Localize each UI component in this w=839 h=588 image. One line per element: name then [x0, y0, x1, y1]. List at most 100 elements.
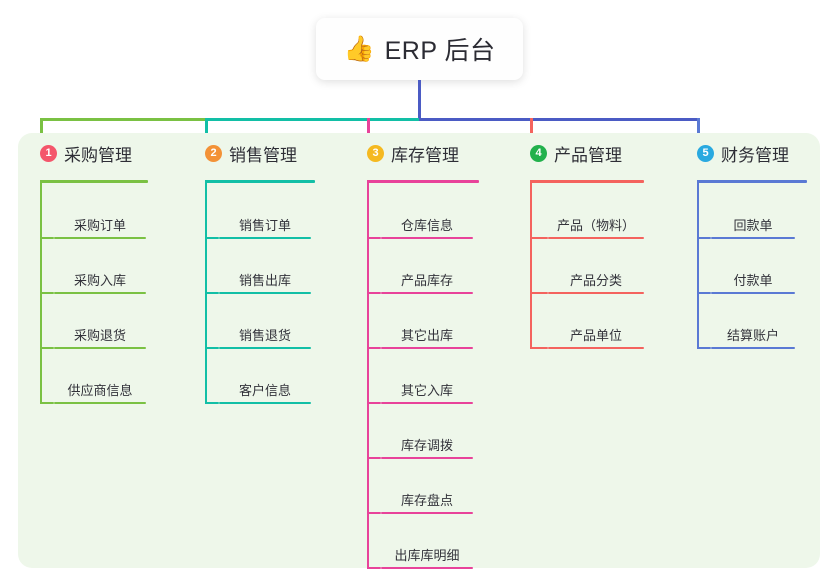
root-node[interactable]: 👍 ERP 后台 — [316, 18, 523, 80]
leaf-item[interactable]: 出库库明细 — [381, 529, 473, 569]
leaf-label: 客户信息 — [238, 383, 291, 398]
leaf-underline — [54, 292, 146, 294]
branch-stub-1 — [40, 118, 43, 145]
leaf-label: 销售订单 — [238, 218, 291, 233]
branch-stub-5 — [697, 118, 700, 145]
leaf-underline — [381, 402, 473, 404]
branch-underline — [697, 180, 807, 183]
leaf-item[interactable]: 产品库存 — [381, 254, 473, 294]
leaf-label: 采购退货 — [73, 328, 126, 343]
leaf-connector — [367, 347, 381, 349]
bus-segment-1 — [41, 118, 206, 121]
leaf-label: 其它出库 — [400, 328, 453, 343]
leaf-underline — [381, 457, 473, 459]
leaf-connector — [367, 457, 381, 459]
leaf-connector — [40, 237, 54, 239]
leaf-label: 库存调拨 — [400, 438, 453, 453]
leaf-item[interactable]: 采购入库 — [54, 254, 146, 294]
root-title: ERP 后台 — [384, 37, 496, 65]
leaf-item[interactable]: 库存调拨 — [381, 419, 473, 459]
leaf-item[interactable]: 仓库信息 — [381, 199, 473, 239]
leaf-label: 其它入库 — [400, 383, 453, 398]
branch-number-badge: 1 — [40, 145, 57, 162]
leaf-underline — [381, 237, 473, 239]
leaf-label: 销售退货 — [238, 328, 291, 343]
branch-stub-2 — [205, 118, 208, 145]
branch-underline — [530, 180, 644, 183]
leaf-underline — [548, 237, 644, 239]
branch-spine — [367, 180, 369, 569]
branch-number-badge: 2 — [205, 145, 222, 162]
leaf-item[interactable]: 产品分类 — [548, 254, 644, 294]
leaf-underline — [219, 347, 311, 349]
leaf-underline — [711, 292, 795, 294]
leaf-underline — [54, 347, 146, 349]
leaf-connector — [40, 292, 54, 294]
branch-header-1[interactable]: 1 采购管理 — [40, 141, 132, 166]
leaf-item[interactable]: 付款单 — [711, 254, 795, 294]
branch-spine — [530, 180, 532, 349]
leaf-item[interactable]: 产品单位 — [548, 309, 644, 349]
branch-underline — [40, 180, 148, 183]
leaf-label: 采购订单 — [73, 218, 126, 233]
leaf-label: 结算账户 — [726, 328, 779, 343]
leaf-connector — [40, 347, 54, 349]
leaf-underline — [381, 512, 473, 514]
branch-title: 采购管理 — [64, 146, 132, 165]
leaf-underline — [711, 347, 795, 349]
leaf-item[interactable]: 采购订单 — [54, 199, 146, 239]
branch-header-2[interactable]: 2 销售管理 — [205, 141, 297, 166]
leaf-connector — [367, 512, 381, 514]
leaf-underline — [219, 292, 311, 294]
leaf-item[interactable]: 供应商信息 — [54, 364, 146, 404]
leaf-item[interactable]: 产品（物料） — [548, 199, 644, 239]
leaf-connector — [697, 292, 711, 294]
leaf-label: 采购入库 — [73, 273, 126, 288]
leaf-item[interactable]: 其它入库 — [381, 364, 473, 404]
leaf-item[interactable]: 客户信息 — [219, 364, 311, 404]
leaf-underline — [711, 237, 795, 239]
bus-segment-2 — [206, 118, 419, 121]
leaf-label: 库存盘点 — [400, 493, 453, 508]
thumbs-up-icon: 👍 — [343, 34, 375, 63]
leaf-underline — [219, 237, 311, 239]
leaf-connector — [367, 402, 381, 404]
bus-segment-3 — [419, 118, 698, 121]
leaf-label: 产品库存 — [400, 273, 453, 288]
leaf-label: 产品（物料） — [556, 218, 635, 233]
leaf-connector — [530, 237, 548, 239]
leaf-connector — [205, 402, 219, 404]
leaf-label: 回款单 — [733, 218, 773, 233]
leaf-label: 出库库明细 — [394, 548, 460, 563]
leaf-underline — [548, 292, 644, 294]
branches-panel — [18, 133, 820, 568]
leaf-underline — [548, 347, 644, 349]
leaf-underline — [54, 402, 146, 404]
leaf-item[interactable]: 采购退货 — [54, 309, 146, 349]
leaf-item[interactable]: 回款单 — [711, 199, 795, 239]
leaf-connector — [697, 347, 711, 349]
leaf-item[interactable]: 结算账户 — [711, 309, 795, 349]
branch-number-badge: 4 — [530, 145, 547, 162]
root-drop-line — [418, 80, 421, 121]
branch-number-badge: 3 — [367, 145, 384, 162]
leaf-underline — [54, 237, 146, 239]
branch-title: 销售管理 — [229, 146, 297, 165]
leaf-item[interactable]: 其它出库 — [381, 309, 473, 349]
leaf-underline — [219, 402, 311, 404]
leaf-item[interactable]: 销售退货 — [219, 309, 311, 349]
leaf-connector — [367, 292, 381, 294]
leaf-underline — [381, 292, 473, 294]
leaf-connector — [530, 347, 548, 349]
leaf-connector — [40, 402, 54, 404]
leaf-item[interactable]: 销售出库 — [219, 254, 311, 294]
leaf-underline — [381, 347, 473, 349]
branch-number-badge: 5 — [697, 145, 714, 162]
leaf-item[interactable]: 销售订单 — [219, 199, 311, 239]
branch-stub-4 — [530, 118, 533, 145]
leaf-item[interactable]: 库存盘点 — [381, 474, 473, 514]
